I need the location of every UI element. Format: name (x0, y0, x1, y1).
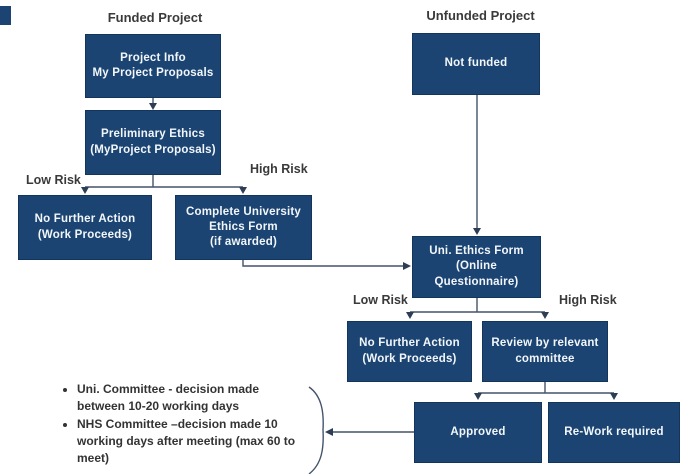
low-risk-label-top: Low Risk (26, 173, 81, 187)
connector-review-branch (478, 382, 614, 394)
high-risk-label-bottom: High Risk (559, 293, 617, 307)
arrowhead-approved (474, 393, 482, 400)
connector-completeuniv-uniethics (242, 260, 403, 267)
node-project-info: Project Info My Project Proposals (85, 34, 221, 98)
arrowhead-no-further-action-2 (406, 312, 414, 319)
node-no-further-action-funded: No Further Action (Work Proceeds) (18, 195, 152, 260)
arrowhead-review-committee (541, 312, 549, 319)
note-item: Uni. Committee - decision made between 1… (77, 381, 300, 415)
unfunded-project-heading: Unfunded Project (426, 8, 535, 23)
node-rework-required: Re-Work required (548, 402, 680, 463)
committee-decision-note: Uni. Committee - decision made between 1… (60, 381, 300, 468)
node-review-committee: Review by relevant committee (482, 321, 608, 382)
low-risk-label-bottom: Low Risk (353, 293, 408, 307)
funded-project-heading: Funded Project (107, 10, 203, 25)
node-no-further-action-unfunded: No Further Action (Work Proceeds) (347, 321, 472, 382)
connector-preliminary-branch (85, 175, 243, 188)
node-not-funded: Not funded (412, 33, 540, 95)
arrowhead-rework (610, 393, 618, 400)
arrowhead-no-further-action-1 (81, 187, 89, 194)
high-risk-label-top: High Risk (250, 162, 308, 176)
arrowhead-complete-university (239, 187, 247, 194)
clipped-corner-square (0, 6, 11, 25)
note-brace (308, 386, 324, 474)
note-item: NHS Committee –decision made 10 working … (77, 416, 300, 467)
node-preliminary-ethics: Preliminary Ethics (MyProject Proposals) (85, 110, 221, 175)
note-list: Uni. Committee - decision made between 1… (60, 381, 300, 467)
arrowhead-uniethics-top (473, 228, 481, 235)
node-uni-ethics-form: Uni. Ethics Form (Online Questionnaire) (412, 236, 541, 298)
arrowhead-preliminary (149, 103, 157, 110)
connector-uniethics-branch (410, 298, 545, 313)
arrowhead-uniethics-left (403, 262, 411, 270)
node-approved: Approved (414, 402, 542, 463)
node-complete-university-ethics: Complete University Ethics Form (if awar… (175, 195, 312, 260)
arrowhead-note (325, 428, 333, 436)
